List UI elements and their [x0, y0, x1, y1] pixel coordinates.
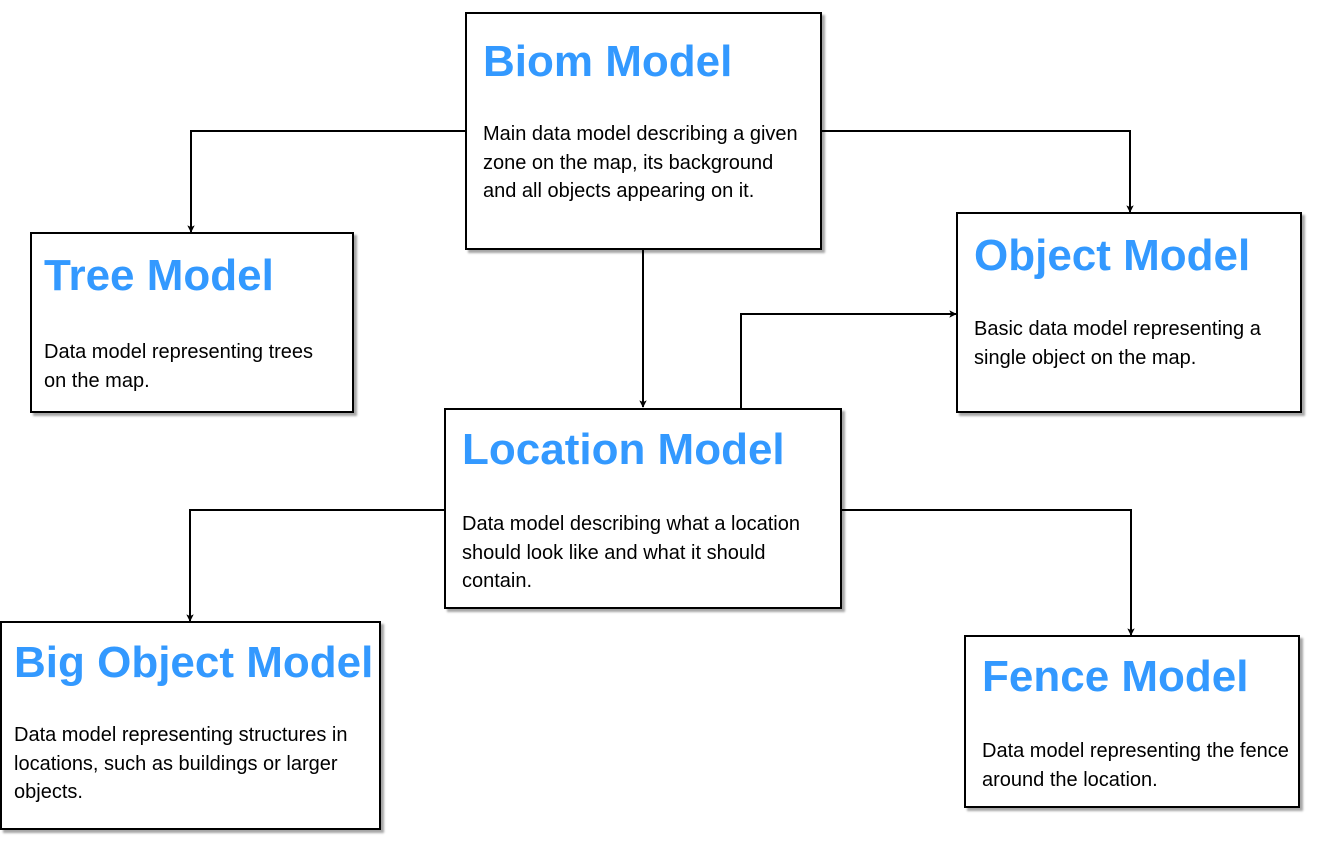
location-model-description: Data model describing what a location sh…	[462, 513, 800, 592]
fence-model-title: Fence Model	[982, 652, 1249, 701]
tree-model-title: Tree Model	[44, 251, 274, 300]
big-object-model-description: Data model representing structures in lo…	[14, 724, 348, 803]
biom-model-title: Biom Model	[483, 37, 733, 86]
edge-location-to-fence	[841, 509, 1135, 636]
fence-model-box[interactable]: Fence Model Data model representing the …	[964, 635, 1300, 808]
object-model-description: Basic data model representing a single o…	[974, 318, 1261, 369]
fence-model-description: Data model representing the fence around…	[982, 740, 1289, 791]
big-object-model-title: Big Object Model	[14, 638, 374, 687]
edge-location-to-big-object	[186, 509, 445, 622]
object-model-box[interactable]: Object Model Basic data model representi…	[956, 212, 1302, 413]
object-model-title: Object Model	[974, 231, 1251, 280]
location-model-box[interactable]: Location Model Data model describing wha…	[444, 408, 842, 609]
tree-model-description: Data model representing trees on the map…	[44, 341, 314, 392]
tree-model-box[interactable]: Tree Model Data model representing trees…	[30, 232, 354, 413]
biom-model-description: Main data model describing a given zone …	[483, 123, 798, 202]
location-model-title: Location Model	[462, 425, 785, 474]
edge-biom-to-object	[821, 130, 1134, 213]
edge-location-to-object	[740, 310, 957, 409]
edge-biom-to-tree	[187, 130, 465, 233]
biom-model-box[interactable]: Biom Model Main data model describing a …	[465, 12, 822, 250]
big-object-model-box[interactable]: Big Object Model Data model representing…	[0, 621, 381, 830]
